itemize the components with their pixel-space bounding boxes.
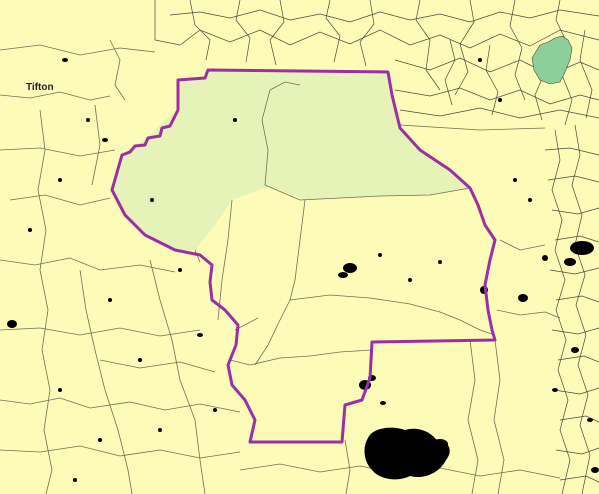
water-bodies	[7, 58, 599, 482]
dense-grid-top	[154, 0, 599, 126]
green-area	[531, 35, 573, 85]
dense-grid-right	[544, 124, 599, 494]
boundary-lines	[0, 39, 561, 494]
study-area-boundary	[110, 68, 497, 444]
town-label-tifton: Tifton	[26, 82, 54, 93]
highlighted-region	[112, 70, 470, 250]
